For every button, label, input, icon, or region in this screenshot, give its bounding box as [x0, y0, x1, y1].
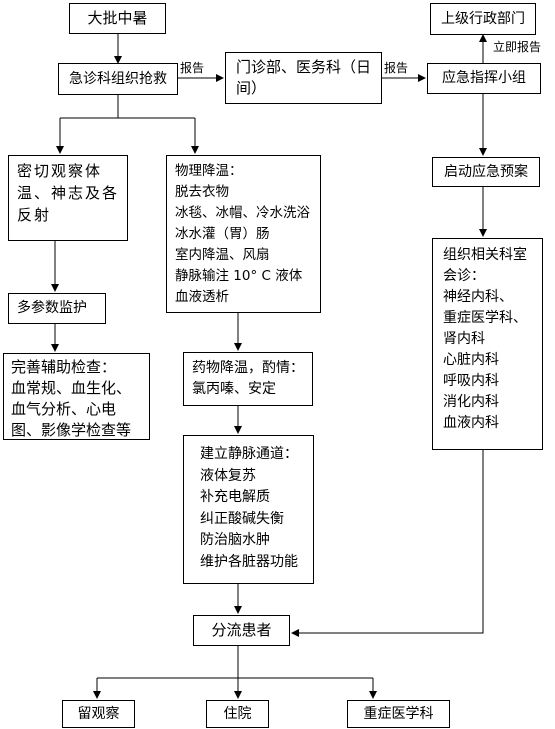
node-consultation-item: 神经内科、	[443, 289, 513, 305]
node-emergency-team-text: 应急指挥小组	[442, 70, 526, 86]
node-iv-access-item: 补充电解质	[200, 489, 270, 505]
node-activate-plan-text: 启动应急预案	[444, 163, 528, 180]
node-drug-cooling-title: 药物降温，酌情：	[192, 360, 304, 376]
node-stay-observe: 留观察	[62, 700, 135, 728]
node-physical-cooling-title: 物理降温：	[175, 163, 243, 179]
node-iv-access-item: 防治脑水肿	[200, 532, 270, 548]
node-physical-cooling-item: 室内降温、风扇	[175, 247, 270, 263]
node-observe: 密切观察体温、神志及各反射	[8, 155, 128, 241]
edge-label-report-1: 报告	[180, 61, 205, 75]
node-outpatient-dept-text: 门诊部、医务科（日间）	[236, 58, 372, 97]
node-iv-access-item: 维护各脏器功能	[200, 553, 298, 570]
node-consultation-item: 重症医学科、	[443, 310, 527, 326]
node-higher-admin-text: 上级行政部门	[441, 10, 525, 27]
node-triage: 分流患者	[193, 615, 290, 646]
node-physical-cooling: 物理降温： 脱去衣物 冰毯、冰帽、冷水洗浴 冰水灌（胃）肠 室内降温、风扇 静脉…	[166, 155, 321, 313]
node-activate-plan: 启动应急预案	[432, 157, 540, 187]
node-physical-cooling-item: 血液透析	[175, 289, 229, 305]
node-admit-text: 住院	[223, 705, 252, 722]
node-aux-exam-detail: 血常规、血生化、血气分析、心电图、影像学检查等	[11, 379, 132, 439]
node-triage-text: 分流患者	[211, 621, 272, 639]
node-consultation-item: 心脏内科	[443, 352, 499, 368]
node-drug-cooling: 药物降温，酌情： 氯丙嗪、安定	[183, 352, 313, 406]
node-physical-cooling-item: 冰毯、冰帽、冷水洗浴	[175, 205, 310, 221]
node-icu-text: 重症医学科	[363, 705, 434, 722]
node-consultation-item: 呼吸内科	[443, 373, 499, 389]
node-admit: 住院	[206, 700, 269, 728]
node-outpatient-dept: 门诊部、医务科（日间）	[225, 52, 382, 104]
node-consultation-item: 血液内科	[443, 415, 499, 431]
arrow-consult-to-triage	[291, 450, 484, 637]
node-consultation-title: 组织相关科室会诊：	[443, 247, 527, 284]
node-drug-cooling-detail: 氯丙嗪、安定	[192, 381, 276, 397]
node-observe-text: 密切观察体温、神志及各反射	[17, 162, 120, 224]
node-higher-admin: 上级行政部门	[430, 3, 536, 35]
node-er-rescue: 急诊科组织抢救	[58, 63, 178, 95]
node-physical-cooling-item: 脱去衣物	[175, 184, 229, 200]
node-iv-access: 建立静脉通道： 液体复苏 补充电解质 纠正酸碱失衡 防治脑水肿 维护各脏器功能	[183, 435, 314, 584]
node-consultation-item: 肾内科	[443, 331, 485, 347]
node-emergency-team: 应急指挥小组	[427, 63, 541, 94]
node-iv-access-item: 液体复苏	[200, 467, 256, 484]
node-monitor-text: 多参数监护	[17, 300, 87, 316]
node-er-rescue-text: 急诊科组织抢救	[69, 70, 167, 87]
node-consultation: 组织相关科室会诊： 神经内科、 重症医学科、 肾内科 心脏内科 呼吸内科 消化内…	[432, 238, 543, 450]
node-aux-exam-title: 完善辅助检查：	[11, 358, 117, 376]
node-physical-cooling-item: 冰水灌（胃）肠	[175, 226, 270, 242]
node-iv-access-item: 纠正酸碱失衡	[200, 510, 284, 527]
node-monitor: 多参数监护	[8, 293, 106, 324]
node-aux-exam: 完善辅助检查： 血常规、血生化、血气分析、心电图、影像学检查等	[3, 353, 150, 440]
node-stay-observe-text: 留观察	[77, 705, 120, 722]
node-icu: 重症医学科	[347, 700, 450, 728]
node-physical-cooling-item: 静脉输注 10° C 液体	[175, 268, 303, 284]
node-consultation-item: 消化内科	[443, 394, 499, 410]
node-heatstroke-text: 大批中暑	[87, 9, 148, 27]
node-iv-access-title: 建立静脉通道：	[200, 446, 298, 462]
edge-label-report-2: 报告	[384, 61, 409, 75]
node-heatstroke: 大批中暑	[69, 3, 166, 34]
edge-label-report-now: 立即报告	[493, 40, 542, 54]
